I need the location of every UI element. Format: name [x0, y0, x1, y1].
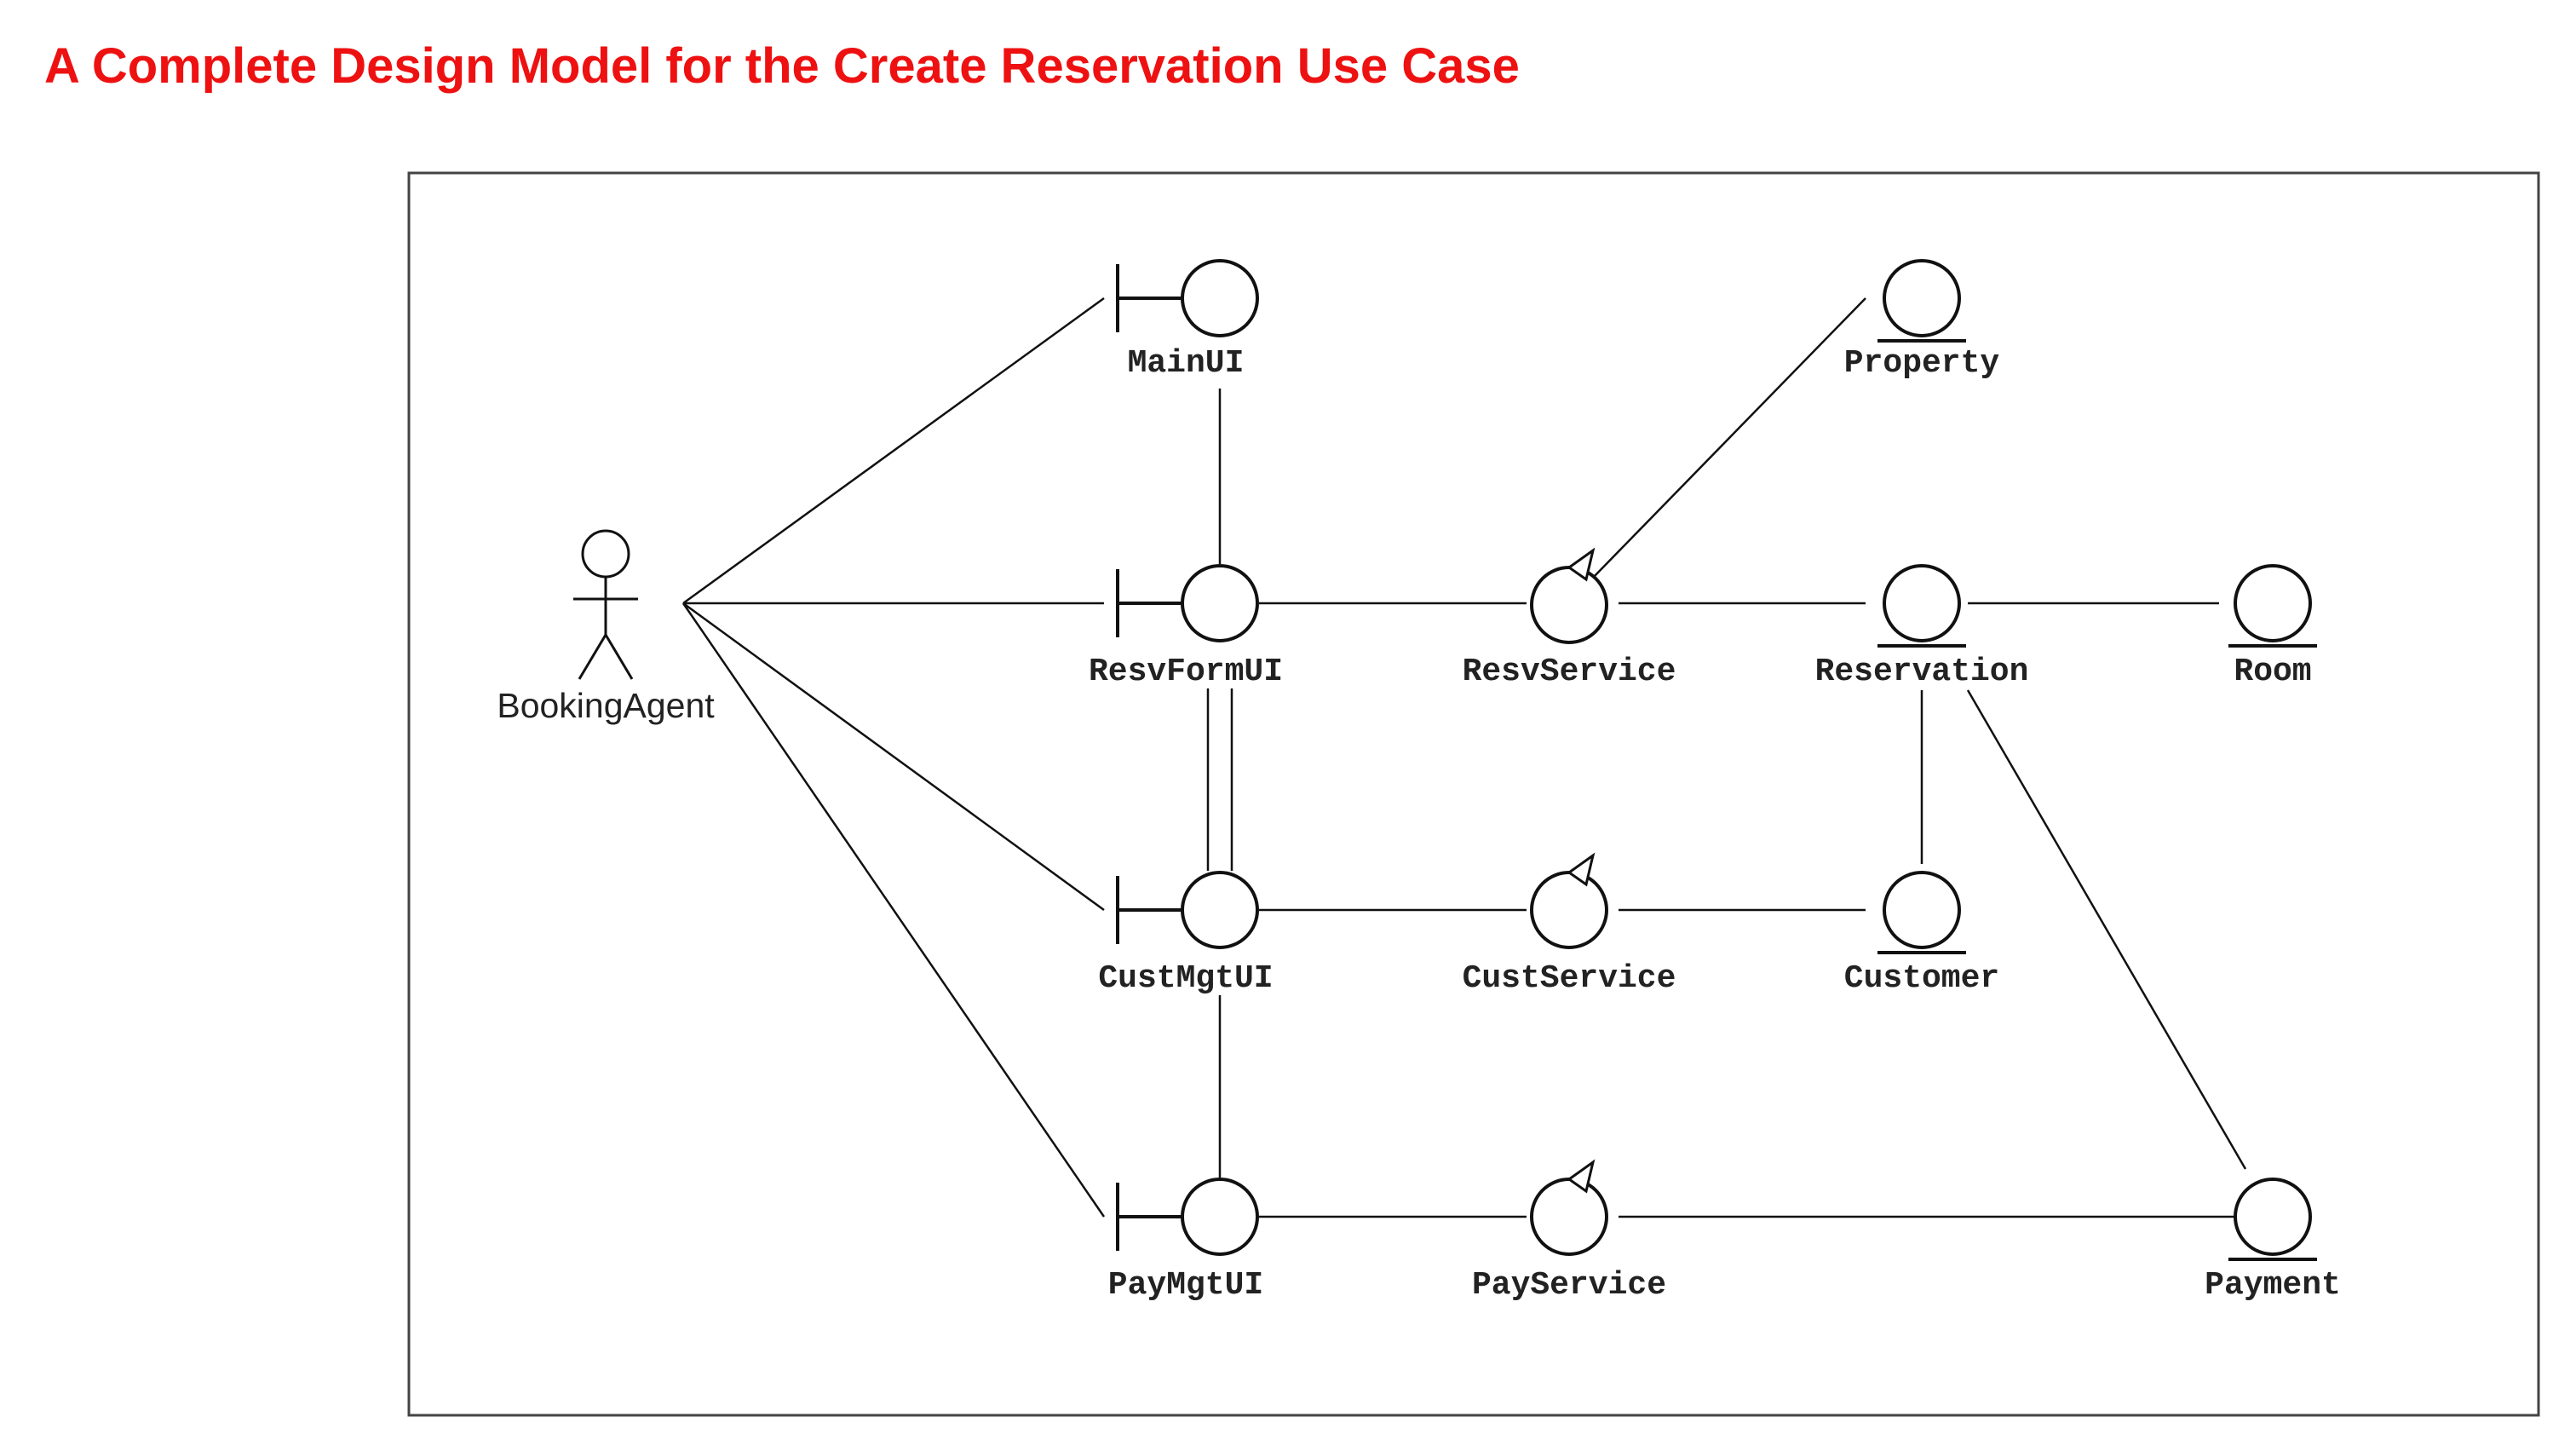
edge-agent-custmgtui: [682, 602, 1105, 912]
boundary-icon: [1116, 871, 1259, 949]
associations: [681, 297, 2247, 1218]
entity-customer: Customer: [1844, 871, 1999, 997]
control-label: CustService: [1463, 960, 1676, 997]
diagram-frame: [407, 171, 2540, 1417]
control-pay-service: PayService: [1472, 1159, 1666, 1304]
entity-label: Customer: [1844, 960, 1999, 997]
edge-agent-paymgtui: [681, 602, 1106, 1218]
entity-label: Property: [1844, 345, 2000, 382]
actor-booking-agent: BookingAgent: [497, 529, 715, 725]
control-icon: [1530, 852, 1608, 949]
entity-icon: [1877, 871, 1966, 954]
boundary-icon: [1116, 564, 1259, 642]
control-label: ResvService: [1463, 654, 1676, 690]
boundary-cust-mgt-ui: CustMgtUI: [1098, 871, 1274, 997]
boundary-pay-mgt-ui: PayMgtUI: [1108, 1178, 1263, 1304]
stick-figure-icon: [573, 529, 638, 680]
boundary-resv-form-ui: ResvFormUI: [1089, 564, 1283, 690]
control-cust-service: CustService: [1463, 852, 1676, 997]
boundary-label: ResvFormUI: [1089, 654, 1283, 690]
actor-label: BookingAgent: [497, 686, 715, 725]
edge-property-resvservice: [1592, 297, 1866, 579]
entity-room: Room: [2228, 564, 2317, 690]
entity-property: Property: [1844, 259, 2000, 382]
edge-reservation-payment: [1966, 689, 2247, 1170]
boundary-label: MainUI: [1128, 345, 1245, 382]
entity-label: Payment: [2205, 1267, 2341, 1304]
entity-reservation: Reservation: [1815, 564, 2029, 690]
entity-icon: [1877, 259, 1966, 343]
boundary-main-ui: MainUI: [1116, 259, 1259, 382]
entity-label: Room: [2234, 654, 2311, 690]
entity-icon: [2228, 1178, 2317, 1261]
boundary-icon: [1116, 259, 1259, 337]
control-icon: [1530, 1159, 1608, 1256]
entity-payment: Payment: [2205, 1178, 2341, 1304]
entity-label: Reservation: [1815, 654, 2029, 690]
boundary-label: PayMgtUI: [1108, 1267, 1263, 1304]
control-label: PayService: [1472, 1267, 1666, 1304]
edge-agent-mainui: [682, 297, 1105, 605]
boundary-label: CustMgtUI: [1098, 960, 1273, 997]
control-resv-service: ResvService: [1463, 547, 1676, 690]
boundary-icon: [1116, 1178, 1259, 1256]
entity-icon: [2228, 564, 2317, 648]
control-icon: [1530, 547, 1608, 644]
entity-icon: [1877, 564, 1966, 648]
slide-title: A Complete Design Model for the Create R…: [44, 38, 1520, 94]
